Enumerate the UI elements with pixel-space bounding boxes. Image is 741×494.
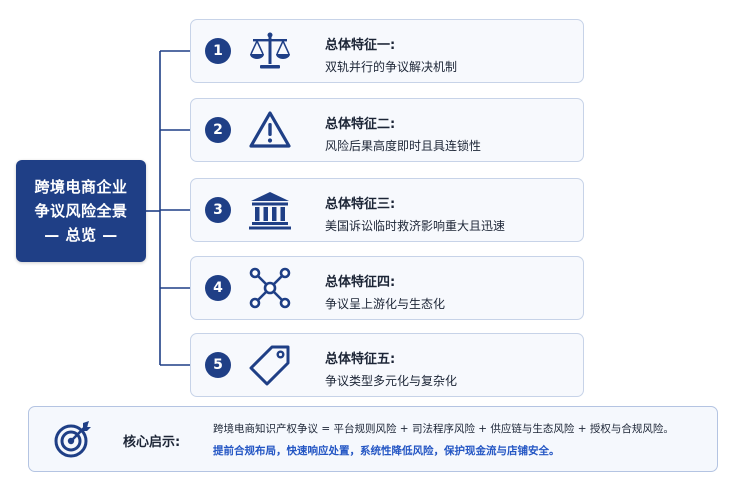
feature-card-5: 5 总体特征五: 争议类型多元化与复杂化 <box>190 333 584 397</box>
network-icon <box>249 267 291 309</box>
feature-card-1: 1 总体特征一: 双轨并行的争议解决机制 <box>190 19 584 83</box>
feature-desc: 风险后果高度即时且具连锁性 <box>325 139 482 153</box>
feature-title: 总体特征三: <box>325 197 396 212</box>
feature-number: 3 <box>205 197 231 223</box>
core-insight-label: 核心启示: <box>123 435 181 450</box>
root-line-2: 争议风险全景 <box>34 202 128 220</box>
tag-icon <box>249 345 290 386</box>
feature-title: 总体特征四: <box>325 275 396 290</box>
feature-number: 4 <box>205 275 231 301</box>
root-line-3: — 总览 — <box>44 226 118 244</box>
feature-card-3: 3 总体特征三: 美国诉讼临时救济影响重大且迅速 <box>190 178 584 242</box>
feature-number: 1 <box>205 38 231 64</box>
feature-card-2: 2 总体特征二: 风险后果高度即时且具连锁性 <box>190 98 584 162</box>
feature-desc: 美国诉讼临时救济影响重大且迅速 <box>325 219 506 233</box>
root-line-1: 跨境电商企业 <box>34 178 128 196</box>
feature-desc: 争议呈上游化与生态化 <box>325 297 446 311</box>
core-insight-line-2: 提前合规布局，快速响应处置，系统性降低风险，保护现金流与店铺安全。 <box>213 445 560 457</box>
feature-desc: 双轨并行的争议解决机制 <box>325 60 458 74</box>
feature-number: 2 <box>205 117 231 143</box>
core-insight-line-1: 跨境电商知识产权争议 = 平台规则风险 + 司法程序风险 + 供应链与生态风险 … <box>213 423 674 435</box>
scale-icon <box>250 32 290 69</box>
feature-desc: 争议类型多元化与复杂化 <box>325 374 458 388</box>
courthouse-icon <box>249 192 291 230</box>
target-icon <box>54 421 91 458</box>
feature-title: 总体特征一: <box>325 38 396 53</box>
core-insight-box: 核心启示: 跨境电商知识产权争议 = 平台规则风险 + 司法程序风险 + 供应链… <box>28 406 718 472</box>
root-node: 跨境电商企业 争议风险全景 — 总览 — <box>16 160 146 262</box>
feature-card-4: 4 总体特征四: 争议呈上游化与生态化 <box>190 256 584 320</box>
feature-title: 总体特征五: <box>325 352 396 367</box>
warning-icon <box>249 111 291 148</box>
feature-title: 总体特征二: <box>325 117 396 132</box>
feature-number: 5 <box>205 352 231 378</box>
